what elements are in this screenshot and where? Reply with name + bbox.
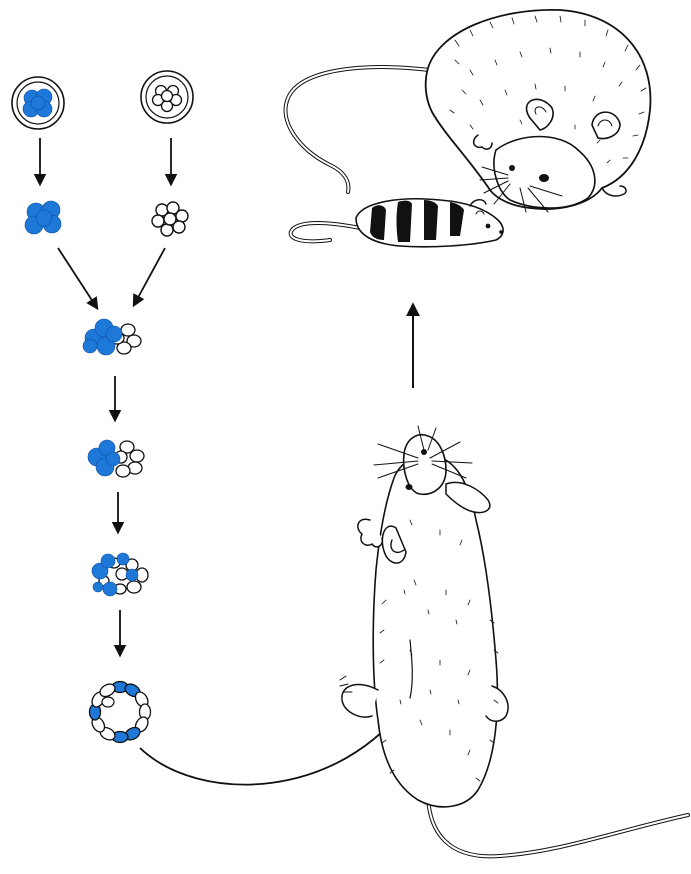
arrow-white-embryo-to-aggregate [134, 248, 165, 305]
chimeric-blastocyst-icon [90, 682, 151, 743]
chimeric-aggregate-icon [83, 319, 141, 355]
egg-with-white-blastomeres-icon [141, 71, 193, 123]
foster-mother-mouse-icon [340, 426, 688, 856]
arrow-blue-embryo-to-aggregate [58, 248, 97, 308]
white-embryo-icon [152, 202, 188, 236]
blue-embryo-icon [25, 201, 61, 234]
inner-cell-mass [102, 697, 114, 707]
chimeric-aggregate-icon [92, 553, 148, 596]
adult-mouse-icon [286, 10, 651, 212]
chimeric-aggregate-icon [88, 440, 144, 477]
striped-chimeric-mouse-icon [291, 199, 503, 247]
egg-with-blue-blastomeres-icon [12, 77, 64, 129]
